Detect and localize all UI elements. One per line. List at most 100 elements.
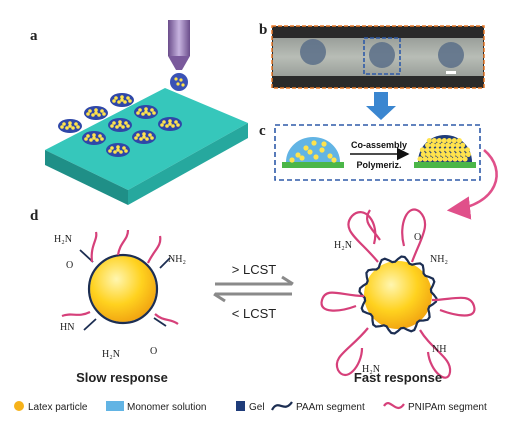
legend-gel-swatch [236, 401, 245, 411]
latex-particle [427, 156, 433, 162]
down-arrow-icon [366, 92, 396, 120]
chem-nh-fast: NH [432, 344, 446, 355]
latex-particle [430, 142, 436, 148]
caption-slow-response: Slow response [76, 370, 168, 385]
latex-particle [462, 156, 468, 162]
latex-particle [431, 138, 437, 144]
latex-particle [435, 142, 441, 148]
latex-particle [313, 154, 319, 160]
legend-monomer-label: Monomer solution [127, 402, 206, 413]
latex-particle [459, 147, 466, 153]
chem-h2n-fast-top: H₂N [334, 240, 352, 251]
latex-particle [454, 147, 461, 153]
panel-label-d: d [30, 208, 39, 224]
latex-particle [451, 138, 457, 144]
legend-monomer-swatch [106, 401, 124, 411]
label-below-lcst: < LCST [232, 306, 276, 321]
legend-pnipam-label: PNIPAm segment [408, 402, 487, 413]
latex-particle [439, 147, 446, 153]
latex-particle [456, 138, 462, 144]
printed-dot [106, 143, 130, 157]
latex-particle [440, 142, 446, 148]
latex-particles-dispersed [289, 140, 337, 163]
chem-hn-left: HN [60, 322, 74, 333]
printed-dot [58, 119, 82, 133]
latex-particle [460, 151, 466, 157]
slow-response-particle [79, 249, 171, 331]
latex-particle [440, 151, 446, 157]
latex-particle [321, 141, 327, 147]
latex-particle [319, 147, 325, 153]
latex-particle [430, 151, 436, 157]
printed-dot [110, 93, 134, 107]
legend: Latex particle Monomer solution Gel PAAm… [14, 401, 487, 413]
print-nozzle-icon [168, 20, 190, 91]
latex-particle [447, 156, 453, 162]
label-above-lcst: > LCST [232, 262, 276, 277]
latex-particle [311, 140, 317, 146]
printed-dot [134, 105, 158, 119]
chem-h2n-fast-bottom: H₂N [362, 364, 380, 375]
latex-particle [446, 138, 452, 144]
panel-label-c: c [259, 123, 266, 139]
latex-particle [437, 156, 443, 162]
latex-particle [419, 147, 426, 153]
legend-pnipam-swatch [383, 402, 405, 410]
step-polymerize: Polymeriz. [356, 160, 401, 170]
latex-particle [455, 142, 461, 148]
step-coassembly: Co-assembly [351, 140, 407, 150]
chem-o-bottom: O [150, 346, 157, 357]
latex-particle [426, 138, 432, 144]
fast-response-particle [358, 255, 438, 335]
pink-curve-arrow [446, 149, 498, 220]
panel-label-b: b [259, 22, 267, 38]
latex-particle [432, 156, 438, 162]
latex-particle [434, 147, 441, 153]
latex-particle [442, 156, 448, 162]
latex-particles-packed [417, 138, 471, 162]
latex-particle [425, 151, 431, 157]
latex-particle [457, 156, 463, 162]
equilibrium-arrows [213, 275, 294, 303]
caption-fast-response: Fast response [354, 370, 442, 385]
scale-bar [446, 71, 456, 74]
legend-latex-label: Latex particle [28, 402, 88, 413]
printed-dot [82, 131, 106, 145]
latex-particle [445, 142, 451, 148]
printed-dot [84, 106, 108, 120]
fast-pnipam-loops [320, 208, 476, 379]
panel-b-micrograph [271, 25, 485, 89]
chem-o-fast: O [414, 232, 421, 243]
latex-particle [303, 145, 309, 151]
latex-particle [295, 152, 301, 158]
latex-particle [450, 142, 456, 148]
zoom-box [363, 37, 401, 75]
latex-particle [424, 147, 431, 153]
latex-particle [441, 138, 447, 144]
chem-h2n-top: H₂N [54, 234, 72, 245]
latex-particle [331, 157, 337, 163]
latex-particle [436, 138, 442, 144]
printed-dot [132, 130, 156, 144]
latex-particle [455, 151, 461, 157]
latex-particle [449, 147, 456, 153]
latex-particle [464, 147, 471, 153]
latex-particle [307, 149, 313, 155]
latex-particle [425, 142, 431, 148]
chem-nh2-right: NH₂ [168, 254, 186, 265]
panel-label-a: a [30, 28, 38, 44]
legend-paam-swatch [271, 401, 293, 411]
latex-particle [420, 151, 426, 157]
latex-particle [417, 156, 423, 162]
legend-paam-label: PAAm segment [296, 402, 365, 413]
legend-latex-swatch [14, 401, 24, 411]
latex-particle [299, 155, 305, 161]
chem-nh2-fast: NH₂ [430, 254, 448, 265]
latex-particle [327, 153, 333, 159]
chem-h2n-bottom: H₂N [102, 349, 120, 360]
latex-particle [422, 156, 428, 162]
latex-particle [465, 151, 471, 157]
printed-dot [108, 118, 132, 132]
latex-particle [452, 156, 458, 162]
